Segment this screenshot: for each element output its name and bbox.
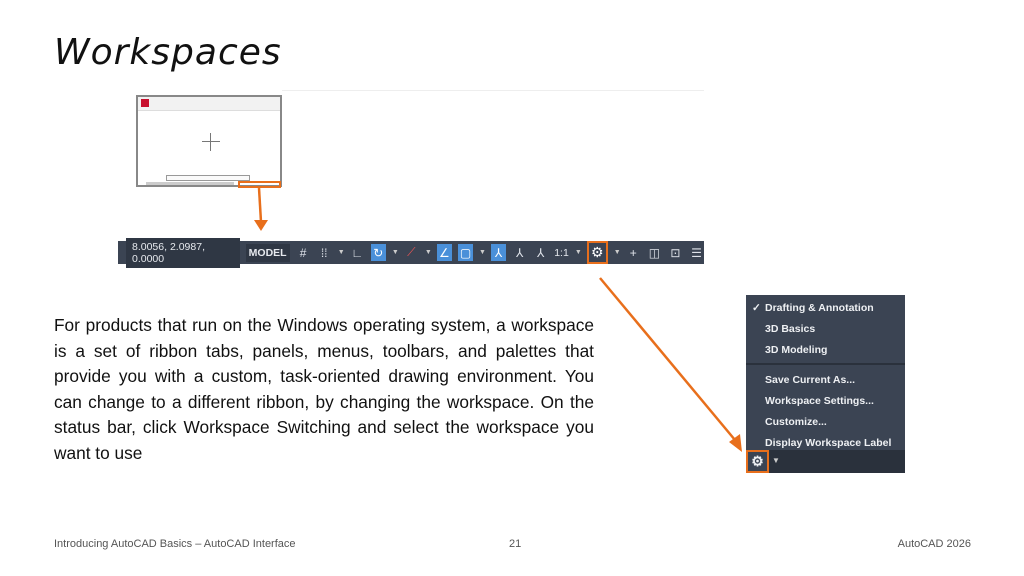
object-snap-tracking-icon[interactable]: ∠ — [436, 244, 452, 261]
menu-item-workspace-settings[interactable]: Workspace Settings... — [746, 390, 905, 411]
scale-select[interactable]: 1:1 — [554, 246, 569, 259]
snap-icon[interactable]: ⁞⁞ — [320, 245, 328, 260]
slide-title: Workspaces — [54, 32, 282, 73]
footer-right: AutoCAD 2026 — [897, 538, 971, 550]
status-strip — [146, 182, 234, 185]
chevron-down-icon[interactable]: ▼ — [772, 456, 780, 465]
coordinates-readout: 8.0056, 2.0987, 0.0000 — [126, 237, 240, 268]
gear-icon[interactable]: ⚙ — [746, 450, 769, 473]
page-number: 21 — [509, 538, 522, 550]
auto-scale-icon[interactable]: ⅄ — [515, 245, 524, 260]
menu-item-label: Workspace Settings... — [765, 394, 874, 407]
menu-item-label: Save Current As... — [765, 373, 856, 386]
annotation-scale-icon[interactable]: ⅄ — [537, 245, 545, 260]
status-bar-highlight — [238, 181, 281, 188]
crosshair-icon — [202, 141, 220, 142]
autocad-window-thumbnail — [136, 95, 282, 187]
menu-separator — [746, 363, 905, 365]
chevron-down-icon[interactable]: ▼ — [574, 249, 582, 256]
workspace-menu: ✓ Drafting & Annotation 3D Basics 3D Mode… — [746, 295, 905, 473]
check-icon: ✓ — [752, 301, 761, 314]
isodraft-icon[interactable]: ⟋ — [407, 245, 416, 259]
menu-item-3d-basics[interactable]: 3D Basics — [746, 318, 905, 339]
body-paragraph: For products that run on the Windows ope… — [54, 315, 594, 463]
divider — [282, 90, 704, 91]
status-bar: 8.0056, 2.0987, 0.0000 MODEL # ⁞⁞ ▼ ∟ ↻ … — [118, 237, 704, 268]
menu-item-customize[interactable]: Customize... — [746, 411, 905, 432]
menu-item-save-current-as[interactable]: Save Current As... — [746, 369, 905, 390]
customization-menu-icon[interactable]: ☰ — [691, 245, 702, 260]
autocad-logo-icon — [141, 99, 149, 107]
plus-icon[interactable]: + — [629, 245, 637, 260]
menu-item-label: Drafting & Annotation — [765, 301, 874, 314]
menu-item-label: Display Workspace Label — [765, 436, 892, 449]
isolate-objects-icon[interactable]: ◫ — [648, 245, 661, 260]
grid-icon[interactable]: # — [299, 245, 307, 260]
chevron-down-icon[interactable]: ▼ — [613, 249, 621, 256]
menu-item-display-workspace-label[interactable]: Display Workspace Label — [746, 432, 905, 453]
crosshair-icon-v — [210, 133, 211, 151]
menu-item-drafting-annotation[interactable]: ✓ Drafting & Annotation — [746, 297, 905, 318]
menu-item-label: Customize... — [765, 415, 827, 428]
title-bar — [138, 97, 280, 111]
fullscreen-icon[interactable]: ⊡ — [670, 245, 681, 260]
workspace-switching-gear-icon[interactable]: ⚙ — [586, 241, 608, 264]
object-snap-icon[interactable]: ▢ — [457, 244, 474, 261]
scrollbar — [166, 175, 250, 181]
chevron-down-icon[interactable]: ▼ — [424, 249, 432, 256]
menu-item-label: 3D Modeling — [765, 343, 828, 356]
polar-tracking-icon[interactable]: ↻ — [370, 244, 386, 261]
menu-item-label: 3D Basics — [765, 322, 816, 335]
model-button[interactable]: MODEL — [245, 243, 290, 262]
ortho-icon[interactable]: ∟ — [351, 245, 364, 260]
menu-status-strip: ⚙ ▼ — [746, 450, 905, 473]
chevron-down-icon[interactable]: ▼ — [479, 249, 486, 256]
chevron-down-icon[interactable]: ▼ — [391, 249, 399, 256]
annotation-visibility-icon[interactable]: ⅄ — [491, 244, 507, 261]
chevron-down-icon[interactable]: ▼ — [337, 249, 345, 256]
menu-item-3d-modeling[interactable]: 3D Modeling — [746, 339, 905, 360]
footer-left: Introducing AutoCAD Basics – AutoCAD Int… — [54, 538, 296, 550]
